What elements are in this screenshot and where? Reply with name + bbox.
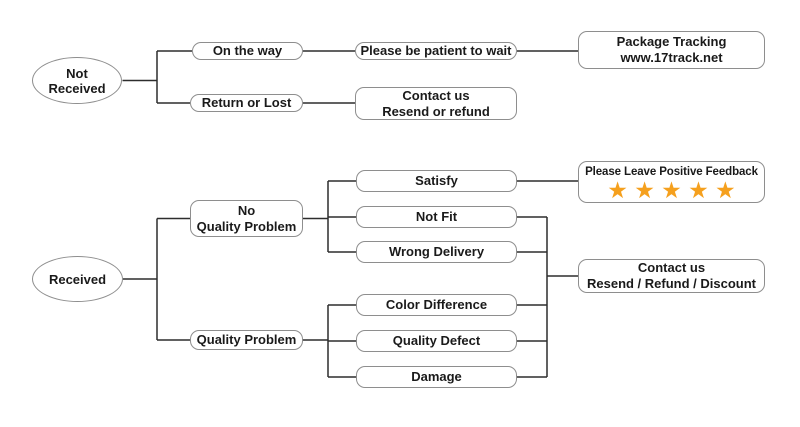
package-tracking-title: Package Tracking xyxy=(616,34,727,49)
be-patient-node: Please be patient to wait xyxy=(355,42,517,60)
return-or-lost-label: Return or Lost xyxy=(201,95,292,110)
quality-problem-label: Quality Problem xyxy=(196,332,297,347)
color-difference-node: Color Difference xyxy=(356,294,517,316)
not-fit-node: Not Fit xyxy=(356,206,517,228)
package-tracking-node: Package Tracking www.17track.net xyxy=(578,31,765,69)
package-tracking-url: www.17track.net xyxy=(620,50,723,65)
return-or-lost-node: Return or Lost xyxy=(190,94,303,112)
no-quality-problem-line2: Quality Problem xyxy=(196,218,297,234)
connector-contact-collector xyxy=(517,216,578,378)
damage-node: Damage xyxy=(356,366,517,388)
contact-resend-refund-node: Contact us Resend or refund xyxy=(355,87,517,120)
five-star-rating: ★★★★★ xyxy=(608,179,744,202)
satisfy-node: Satisfy xyxy=(356,170,517,192)
connector-not-received-split xyxy=(122,50,192,104)
not-fit-label: Not Fit xyxy=(415,209,458,224)
no-quality-problem-line1: No xyxy=(237,202,256,218)
connector-received-split xyxy=(123,217,190,341)
wrong-delivery-label: Wrong Delivery xyxy=(388,244,485,259)
no-quality-problem-node: No Quality Problem xyxy=(190,200,303,237)
quality-problem-node: Quality Problem xyxy=(190,330,303,350)
wrong-delivery-node: Wrong Delivery xyxy=(356,241,517,263)
received-node: Received xyxy=(32,256,123,302)
contact-resend-refund-line1: Contact us xyxy=(402,87,470,103)
not-received-label: Not Received xyxy=(48,65,106,96)
not-received-node: Not Received xyxy=(32,57,122,104)
satisfy-label: Satisfy xyxy=(415,173,458,188)
contact-resend-refund-discount-node: Contact us Resend / Refund / Discount xyxy=(578,259,765,293)
quality-defect-label: Quality Defect xyxy=(392,333,481,348)
color-difference-label: Color Difference xyxy=(385,297,488,312)
damage-label: Damage xyxy=(411,369,462,384)
positive-feedback-node: Please Leave Positive Feedback ★★★★★ xyxy=(578,161,765,203)
on-the-way-label: On the way xyxy=(212,43,283,58)
contact-discount-line2: Resend / Refund / Discount xyxy=(586,276,756,291)
contact-discount-line1: Contact us xyxy=(637,260,706,275)
positive-feedback-label: Please Leave Positive Feedback xyxy=(585,165,758,178)
connector-quality-split xyxy=(303,304,356,378)
on-the-way-node: On the way xyxy=(192,42,303,60)
be-patient-label: Please be patient to wait xyxy=(360,43,512,58)
contact-resend-refund-line2: Resend or refund xyxy=(382,103,490,119)
received-label: Received xyxy=(48,271,107,287)
quality-defect-node: Quality Defect xyxy=(356,330,517,352)
connector-no-quality-split xyxy=(303,180,356,253)
